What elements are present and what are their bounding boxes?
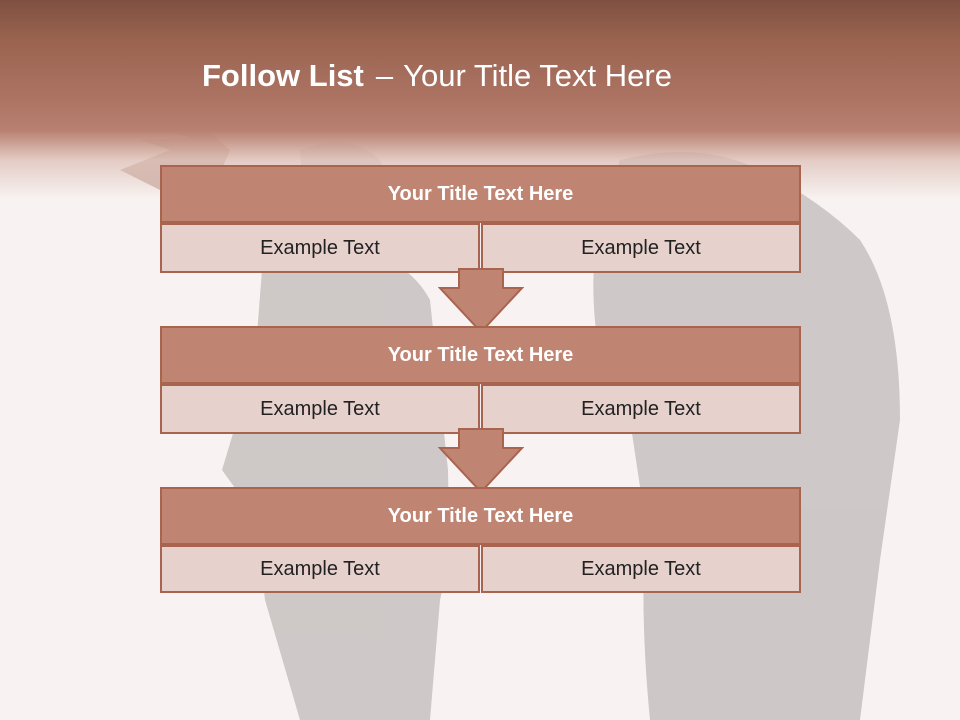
block-cell-right: Example Text bbox=[481, 223, 801, 273]
down-arrow-icon bbox=[438, 428, 524, 494]
slide-title-rest: Your Title Text Here bbox=[403, 58, 672, 93]
slide-title-separator: – bbox=[375, 58, 394, 93]
block-cell-left: Example Text bbox=[160, 545, 480, 593]
block-header: Your Title Text Here bbox=[160, 165, 801, 223]
block-header: Your Title Text Here bbox=[160, 326, 801, 384]
slide-title: Follow List–Your Title Text Here bbox=[202, 56, 672, 96]
down-arrow-icon bbox=[438, 268, 524, 334]
block-cell-left: Example Text bbox=[160, 223, 480, 273]
block-cell-left: Example Text bbox=[160, 384, 480, 434]
slide-title-bold: Follow List bbox=[202, 58, 364, 93]
block-header: Your Title Text Here bbox=[160, 487, 801, 545]
block-cell-right: Example Text bbox=[481, 545, 801, 593]
block-cell-right: Example Text bbox=[481, 384, 801, 434]
